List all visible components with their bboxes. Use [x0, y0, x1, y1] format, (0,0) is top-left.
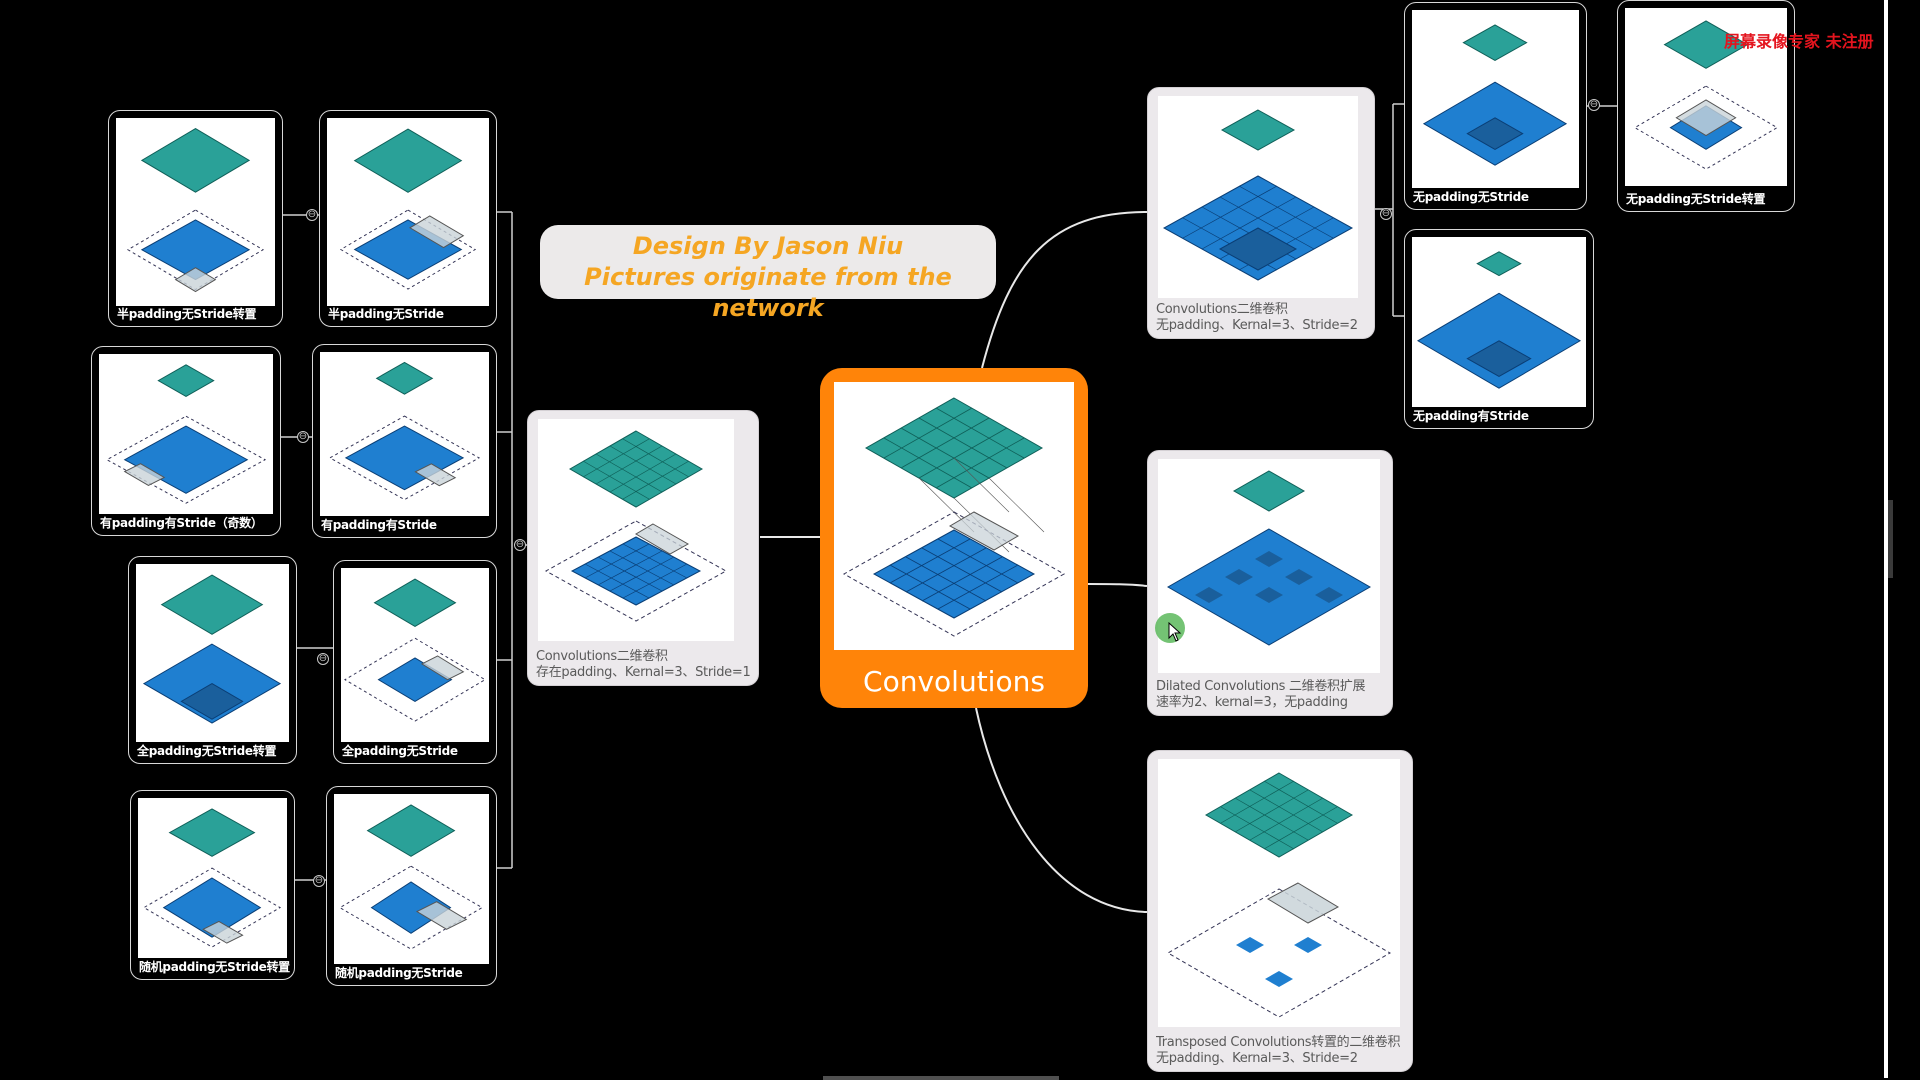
node-caption: Dilated Convolutions 二维卷积扩展 速率为2、kernal=… — [1156, 679, 1366, 710]
node-image — [1158, 759, 1400, 1027]
node-image — [1625, 8, 1787, 186]
conv-illustration — [105, 364, 267, 504]
node-half-padding[interactable]: 半padding无Stride — [319, 110, 497, 327]
center-node-convolutions[interactable]: Convolutions — [820, 368, 1088, 708]
conv-illustration — [1422, 24, 1568, 166]
collapse-toggle[interactable]: ⊖ — [514, 539, 526, 551]
node-no-padding-no-stride[interactable]: 无padding无Stride — [1404, 2, 1587, 210]
node-image — [1412, 10, 1579, 188]
node-image — [538, 419, 734, 641]
node-image — [1158, 96, 1358, 298]
conv-illustration — [1166, 470, 1372, 646]
node-image — [136, 564, 289, 742]
node-image — [116, 118, 275, 306]
node-image — [334, 794, 489, 964]
vertical-scrollbar-thumb[interactable] — [1888, 500, 1893, 578]
conv-illustration — [1416, 251, 1582, 389]
node-dilated-conv[interactable]: Dilated Convolutions 二维卷积扩展 速率为2、kernal=… — [1147, 450, 1393, 716]
conv-illustration — [142, 808, 282, 948]
conv-illustration — [339, 128, 477, 290]
node-image — [320, 352, 489, 516]
node-caption: 无padding有Stride — [1413, 409, 1529, 423]
node-caption: Convolutions二维卷积 无padding、Kernal=3、Strid… — [1156, 302, 1358, 333]
node-image — [327, 118, 489, 306]
node-no-padding-stride[interactable]: 无padding有Stride — [1404, 229, 1594, 429]
node-caption: Convolutions二维卷积 存在padding、Kernal=3、Stri… — [536, 649, 751, 680]
banner-line-2: Pictures originate from the network — [584, 263, 952, 322]
conv-illustration — [343, 578, 487, 722]
node-caption: 随机padding无Stride — [335, 966, 463, 980]
collapse-toggle[interactable]: ⊖ — [313, 875, 325, 887]
node-image — [138, 798, 287, 958]
node-image — [1412, 237, 1586, 407]
node-caption: 无padding无Stride转置 — [1626, 192, 1766, 206]
node-half-padding-transpose[interactable]: 半padding无Stride转置 — [108, 110, 283, 327]
node-padding-stride-odd[interactable]: 有padding有Stride（奇数） — [91, 346, 281, 536]
node-image — [341, 568, 489, 742]
right-edge — [1884, 0, 1888, 1078]
conv-illustration — [842, 397, 1066, 637]
node-caption: Transposed Convolutions转置的二维卷积 无padding、… — [1156, 1035, 1401, 1066]
conv-illustration — [544, 430, 728, 622]
conv-illustration — [338, 804, 484, 950]
conv-illustration — [328, 361, 481, 501]
horizontal-scrollbar-thumb[interactable] — [823, 1076, 1059, 1080]
design-banner: Design By Jason Niu Pictures originate f… — [540, 225, 996, 322]
node-caption: 半padding无Stride转置 — [117, 307, 257, 321]
node-random-padding-transpose[interactable]: 随机padding无Stride转置 — [130, 790, 295, 980]
conv-illustration — [1166, 772, 1392, 1018]
node-caption: 无padding无Stride — [1413, 190, 1529, 204]
collapse-toggle[interactable]: ⊖ — [317, 653, 329, 665]
collapse-toggle[interactable]: ⊖ — [1380, 208, 1392, 220]
node-caption: 半padding无Stride — [328, 307, 444, 321]
mouse-pointer-icon — [1168, 622, 1182, 642]
node-conv-2d-padding[interactable]: Convolutions二维卷积 存在padding、Kernal=3、Stri… — [527, 410, 759, 686]
node-random-padding[interactable]: 随机padding无Stride — [326, 786, 497, 986]
recorder-watermark: 屏幕录像专家 未注册 — [1724, 32, 1874, 51]
node-padding-stride[interactable]: 有padding有Stride — [312, 344, 497, 538]
node-caption: 全padding无Stride转置 — [137, 744, 277, 758]
node-image — [1158, 459, 1380, 673]
center-node-title: Convolutions — [863, 665, 1045, 698]
conv-illustration — [126, 127, 265, 293]
node-no-padding-no-stride-transpose[interactable]: 无padding无Stride转置 — [1617, 0, 1795, 212]
node-image — [99, 354, 273, 514]
collapse-toggle[interactable]: ⊖ — [1588, 99, 1600, 111]
node-caption: 随机padding无Stride转置 — [139, 960, 290, 974]
collapse-toggle[interactable]: ⊖ — [297, 431, 309, 443]
node-transposed-conv[interactable]: Transposed Convolutions转置的二维卷积 无padding、… — [1147, 750, 1413, 1072]
node-caption: 有padding有Stride（奇数） — [100, 516, 263, 530]
conv-illustration — [142, 574, 282, 724]
node-conv-2d-stride2[interactable]: Convolutions二维卷积 无padding、Kernal=3、Strid… — [1147, 87, 1375, 339]
node-full-padding-transpose[interactable]: 全padding无Stride转置 — [128, 556, 297, 764]
mindmap-canvas[interactable]: Design By Jason Niu Pictures originate f… — [0, 0, 1884, 1078]
banner-line-1: Design By Jason Niu — [632, 232, 904, 260]
node-caption: 全padding无Stride — [342, 744, 458, 758]
collapse-toggle[interactable]: ⊖ — [306, 209, 318, 221]
node-caption: 有padding有Stride — [321, 518, 437, 532]
conv-illustration — [1162, 109, 1354, 281]
conv-illustration — [1633, 20, 1779, 170]
node-full-padding[interactable]: 全padding无Stride — [333, 560, 497, 764]
center-node-image — [834, 382, 1074, 650]
